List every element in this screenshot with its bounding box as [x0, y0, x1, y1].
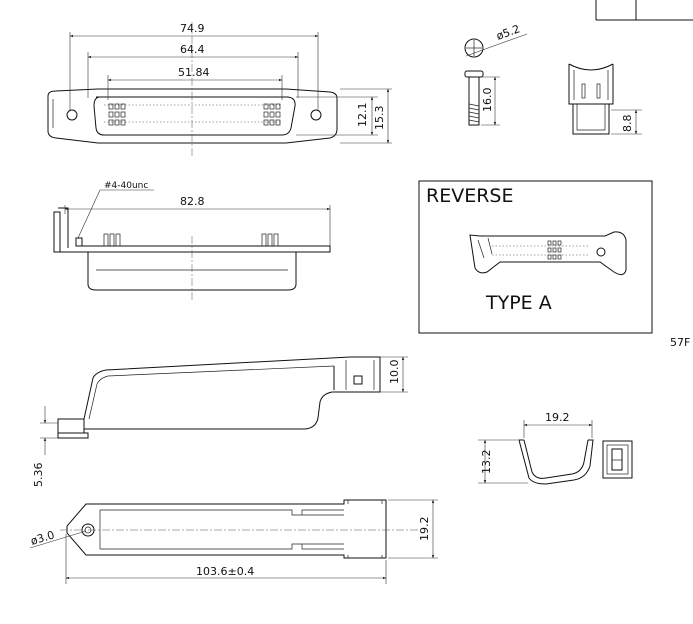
dim-cover-width-label: 19.2 [418, 517, 431, 542]
dim-side-length-label: 82.8 [180, 195, 205, 208]
dim-latch-height-label: 10.0 [388, 360, 401, 385]
bottom-view-drawing: ø3.0 103.6±0.4 19.2 [29, 499, 438, 584]
dim-end-height-label: 8.8 [621, 115, 634, 133]
dim-screw-length-label: 16.0 [481, 88, 494, 113]
dim-height-outer-label: 15.3 [373, 106, 386, 131]
dim-overall-label: 74.9 [180, 22, 205, 35]
dim-height-inner-label: 12.1 [356, 103, 369, 128]
thread-label: #4-40unc [104, 181, 148, 191]
side-view-drawing: #4-40unc 82.8 [53, 181, 331, 302]
screw-detail: ø5.2 16.0 [464, 22, 528, 126]
reverse-title: REVERSE [426, 185, 513, 207]
dim-shell-label: 51.84 [178, 66, 210, 79]
contacts-right [263, 103, 281, 126]
dim-screw-head-label: ø5.2 [495, 22, 522, 43]
reverse-caption: TYPE A [485, 292, 552, 314]
dim-clip-width-label: 19.2 [545, 411, 570, 424]
reverse-box: REVERSE TYPE A [418, 180, 653, 334]
contacts-left [108, 103, 126, 126]
dim-cover-length-label: 103.6±0.4 [196, 565, 254, 578]
latch-view-drawing: 10.0 5.36 [32, 356, 408, 488]
mount-hole-right [310, 109, 322, 121]
title-block-corner [595, 0, 693, 21]
clip-detail: 19.2 13.2 [478, 411, 633, 485]
dim-clip-height-label: 13.2 [480, 450, 493, 475]
dim-hole-label: ø3.0 [29, 528, 56, 548]
top-view-drawing: 74.9 64.4 51.84 12.1 15.3 [47, 22, 392, 158]
dim-mount-label: 64.4 [180, 43, 205, 56]
edge-label: 57F [670, 336, 690, 349]
end-view-drawing: 8.8 [568, 63, 642, 135]
mount-hole-left [66, 109, 78, 121]
dim-latch-offset-label: 5.36 [32, 463, 45, 488]
